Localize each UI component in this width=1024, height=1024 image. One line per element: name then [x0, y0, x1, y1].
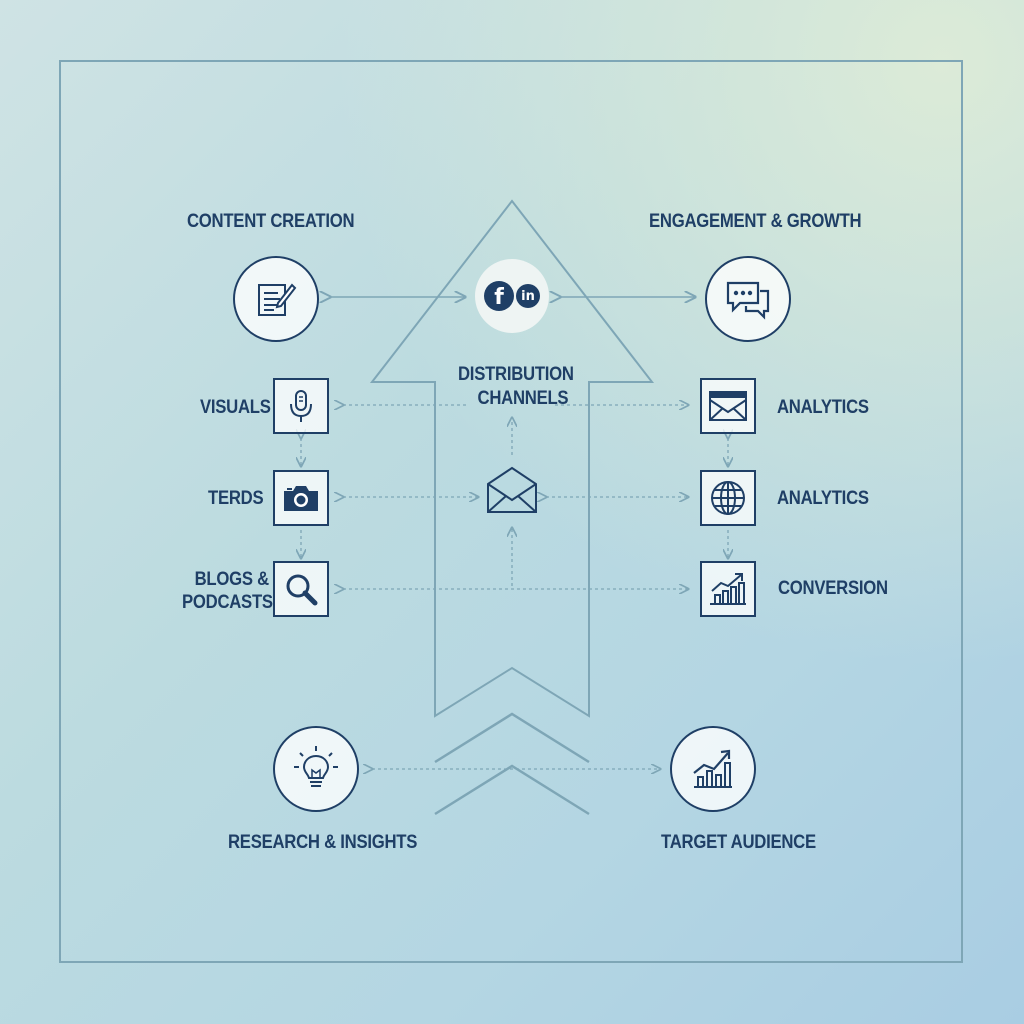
chat-bubbles-icon	[726, 281, 770, 320]
search-icon	[286, 574, 318, 606]
camera-icon	[284, 486, 318, 511]
content-creation-title: CONTENT CREATION	[187, 211, 355, 232]
left-item-3-label-line2: PODCASTS	[182, 592, 273, 613]
left-item-2-label: TERDS	[208, 488, 264, 509]
right-item-3-label: CONVERSION	[778, 578, 888, 599]
left-item-1-node[interactable]	[273, 378, 329, 434]
envelope-icon	[487, 466, 537, 513]
document-pencil-icon	[258, 283, 297, 316]
diagram-frame	[59, 60, 963, 963]
microphone-icon	[290, 390, 312, 422]
target-audience-node[interactable]	[670, 726, 756, 812]
left-item-3-node[interactable]	[273, 561, 329, 617]
bar-chart-growth-icon	[710, 573, 746, 605]
center-envelope[interactable]	[485, 464, 539, 516]
central-arrow-outline	[369, 199, 655, 718]
left-item-1-label: VISUALS	[200, 397, 271, 418]
distribution-line1: DISTRIBUTION	[458, 364, 574, 385]
right-item-2-node[interactable]	[700, 470, 756, 526]
globe-icon	[711, 481, 745, 515]
chevron-lower	[434, 764, 590, 816]
left-item-2-node[interactable]	[273, 470, 329, 526]
newsletter-envelope-icon	[709, 391, 747, 421]
engagement-growth-title: ENGAGEMENT & GROWTH	[649, 211, 862, 232]
left-item-3-label-line1: BLOGS &	[194, 569, 270, 590]
right-item-2-label: ANALYTICS	[777, 488, 869, 509]
right-item-1-label: ANALYTICS	[777, 397, 869, 418]
right-item-1-node[interactable]	[700, 378, 756, 434]
growth-chart-icon	[693, 749, 732, 788]
facebook-icon: f	[484, 281, 514, 311]
engagement-growth-node[interactable]	[705, 256, 791, 342]
left-item-3-label: BLOGS & PODCASTS	[182, 568, 273, 614]
distribution-line2: CHANNELS	[477, 388, 569, 409]
social-channels-node[interactable]: f in	[475, 259, 549, 333]
research-insights-title: RESEARCH & INSIGHTS	[228, 832, 418, 853]
chevron-upper	[434, 712, 590, 764]
research-node[interactable]	[273, 726, 359, 812]
content-creation-node[interactable]	[233, 256, 319, 342]
target-audience-title: TARGET AUDIENCE	[661, 832, 816, 853]
lightbulb-icon	[294, 746, 338, 787]
right-item-3-node[interactable]	[700, 561, 756, 617]
linkedin-icon: in	[516, 284, 540, 308]
distribution-channels-label: DISTRIBUTION CHANNELS	[458, 363, 574, 411]
